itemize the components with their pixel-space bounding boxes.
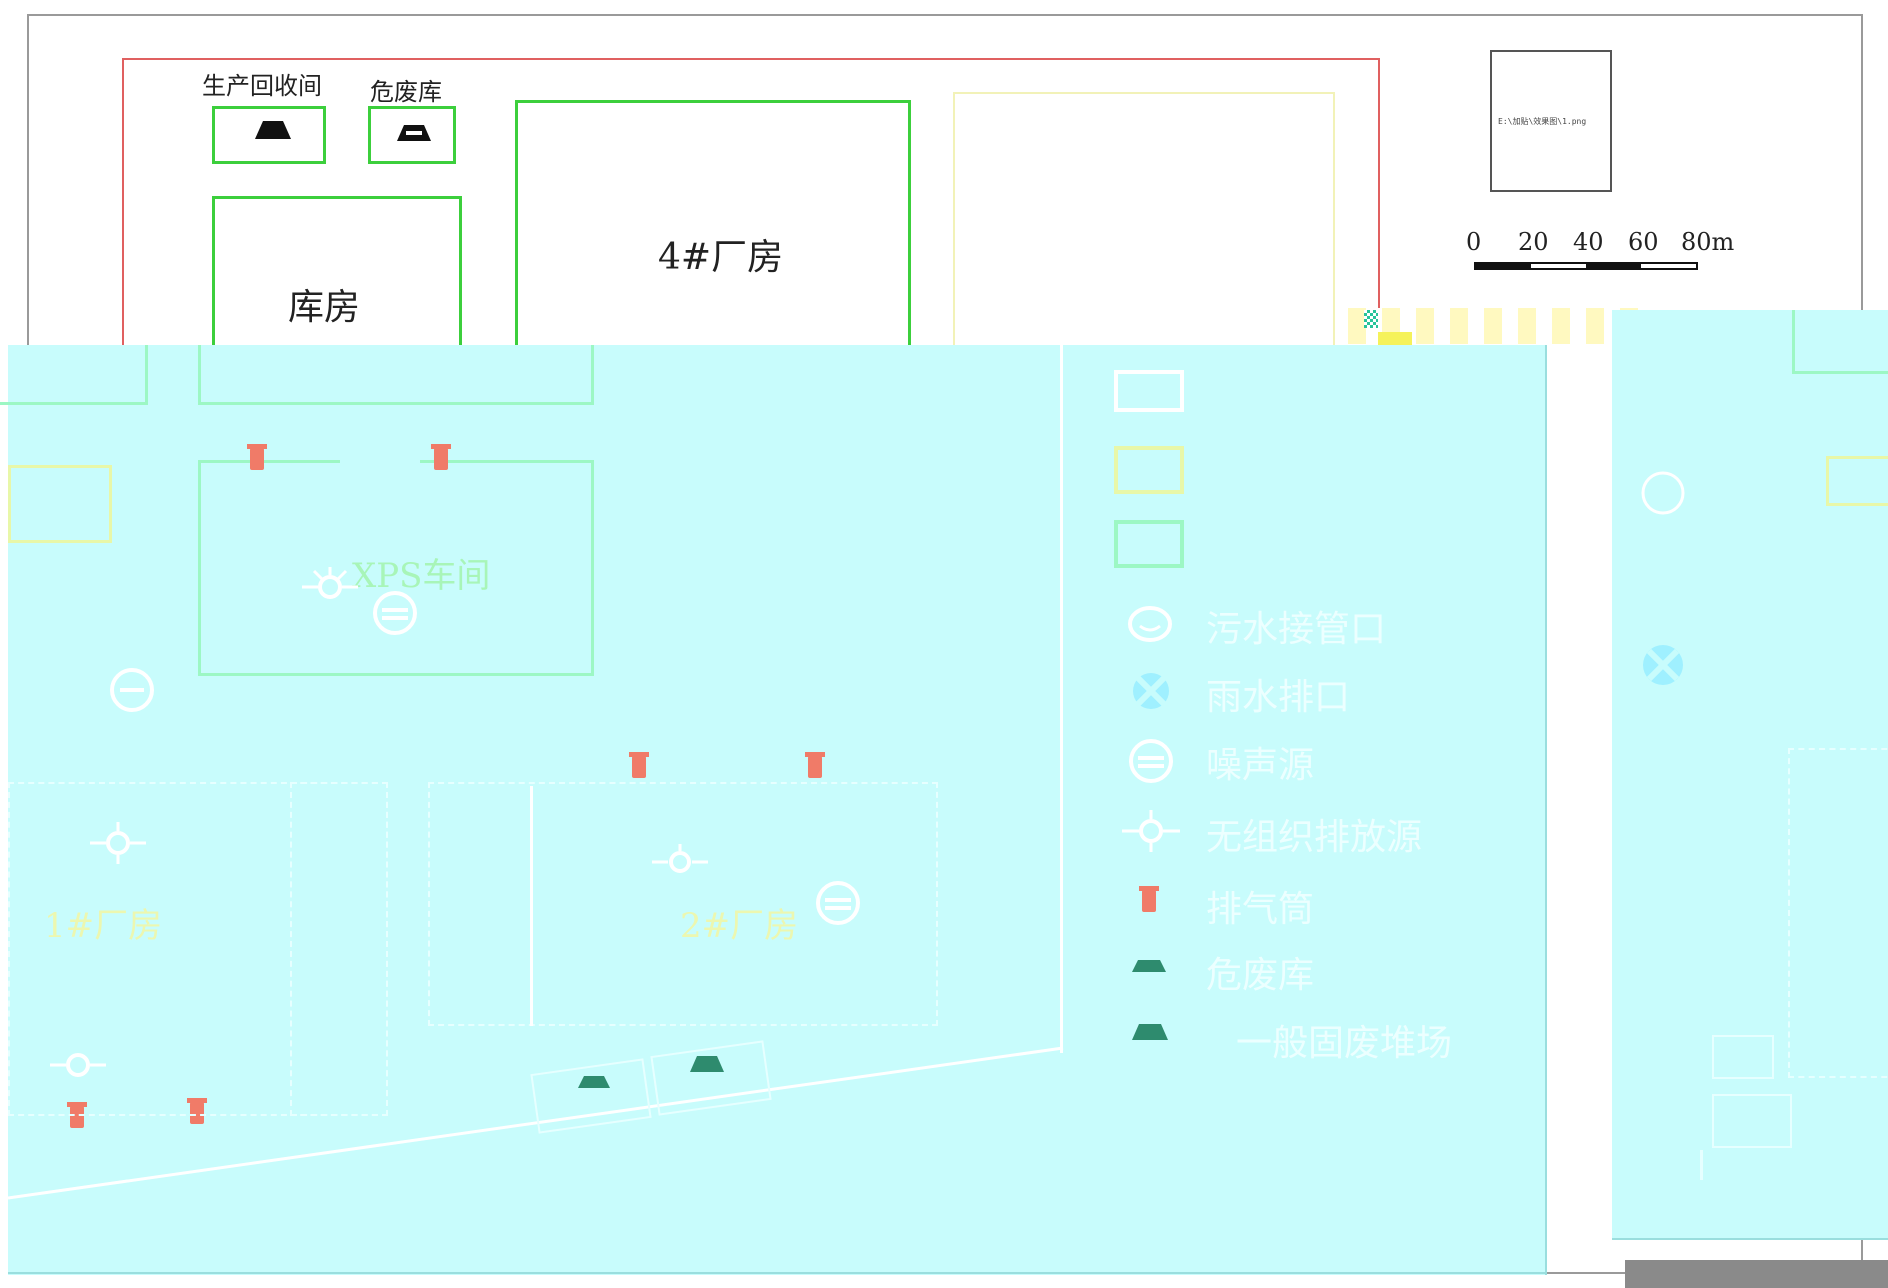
scale-bar-graphic [1474, 262, 1698, 270]
factory2-outline [428, 782, 938, 1026]
boundary-diagonal [8, 1046, 1064, 1200]
factory2-divider [530, 786, 533, 1026]
stack-icon [67, 1102, 87, 1128]
seam-artifact-yellow [1378, 332, 1412, 346]
stack-icon [629, 752, 649, 778]
scale-label-80m: 80m [1681, 228, 1735, 256]
hazard-waste-icon [397, 125, 431, 141]
inset-path-text: E:\加贴\效果图\1.png [1498, 117, 1587, 126]
right-small-box [1712, 1035, 1774, 1079]
hazard-store-label: 危废库 [370, 78, 442, 106]
scale-label-40: 40 [1573, 228, 1604, 256]
legend-swatch-white [1114, 370, 1184, 412]
factory4-label: 4#厂房 [658, 237, 784, 278]
hazard-store-box [368, 106, 456, 164]
inset-thumbnail: E:\加贴\效果图\1.png [1490, 50, 1612, 192]
right-building-outline [1788, 748, 1888, 1078]
pale-building-outline [953, 92, 1335, 356]
fugitive-icon [302, 567, 358, 599]
warehouse-box [212, 196, 462, 356]
fugitive-icon [1122, 810, 1180, 852]
cyan-overlay-right [1612, 310, 1888, 1240]
pale-outline-b [198, 345, 594, 405]
factory1-label: 1#厂房 [44, 906, 163, 946]
stack-icon [247, 444, 267, 470]
rain-outlet-icon [1133, 673, 1169, 709]
rain-outlet-icon [1643, 645, 1683, 685]
noise-icon [110, 668, 154, 712]
xps-notch [340, 452, 420, 464]
boundary-vertical [1060, 345, 1063, 1053]
stack-icon [431, 444, 451, 470]
legend-fugitive-label: 无组织排放源 [1206, 817, 1423, 858]
recycle-room-label: 生产回收间 [202, 72, 322, 100]
cyan-overlay-main [8, 345, 1545, 1275]
stack-icon [1139, 886, 1159, 912]
seam-artifact-green [1364, 310, 1378, 328]
hazard-waste-icon [578, 1076, 610, 1088]
factory2-label: 2#厂房 [680, 906, 799, 946]
legend-swatch-yellow [1114, 446, 1184, 494]
pale-outline-a [0, 345, 148, 405]
general-waste-icon [690, 1056, 724, 1072]
scale-label-60: 60 [1628, 228, 1659, 256]
legend-swatch-green [1114, 520, 1184, 568]
warehouse-label: 库房 [288, 287, 361, 328]
gray-strip [1625, 1260, 1888, 1288]
fugitive-icon [90, 822, 146, 864]
right-corner-line [1700, 1150, 1703, 1180]
noise-icon [1129, 739, 1173, 783]
xps-label: XPS车间 [352, 556, 491, 596]
right-panel-edge [1612, 1238, 1888, 1240]
factory4-box [515, 100, 911, 356]
legend-sewage-label: 污水接管口 [1206, 609, 1387, 650]
right-small-box [1712, 1094, 1792, 1148]
noise-icon [816, 881, 860, 925]
scale-label-20: 20 [1518, 228, 1549, 256]
general-waste-icon [255, 121, 291, 139]
noise-icon [373, 591, 417, 635]
scale-label-0: 0 [1466, 228, 1482, 256]
panel-edge [1545, 345, 1547, 1275]
general-waste-icon [1132, 1024, 1168, 1040]
legend-stack-label: 排气筒 [1206, 889, 1315, 930]
sewage-icon [1641, 471, 1685, 515]
legend-general-label: 一般固废堆场 [1236, 1023, 1453, 1064]
legend-rain-label: 雨水排口 [1206, 677, 1351, 718]
recycle-room-box [212, 106, 326, 164]
stack-icon [805, 752, 825, 778]
stack-icon [187, 1098, 207, 1124]
fugitive-icon [652, 844, 708, 873]
hazard-waste-icon [1132, 960, 1166, 972]
plant-boundary-line [122, 58, 1380, 358]
legend-hazard-label: 危废库 [1206, 955, 1315, 996]
yellow-outline-left [8, 465, 112, 543]
sewage-icon [1128, 606, 1172, 642]
legend-noise-label: 噪声源 [1206, 745, 1315, 786]
fugitive-icon [50, 1053, 106, 1077]
yellow-outline-right [1826, 456, 1888, 506]
factory1-annex [290, 782, 388, 1116]
panel-bottom-edge [8, 1272, 1545, 1274]
pale-outline-right [1792, 310, 1888, 374]
